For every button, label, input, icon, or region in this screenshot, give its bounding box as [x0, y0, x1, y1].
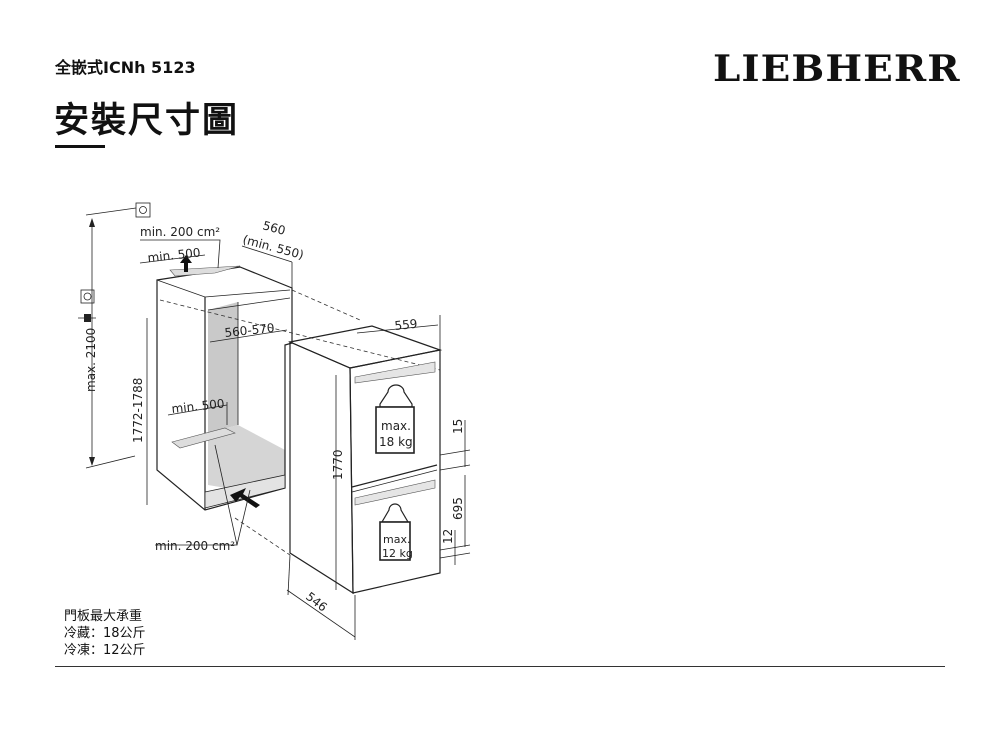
label-niche-width: 560-570	[224, 321, 275, 340]
weight-upper-line2: 18 kg	[379, 435, 413, 449]
label-max-height: max. 2100	[84, 328, 98, 392]
label-appliance-height: 1770	[331, 449, 345, 480]
notes-heading: 門板最大承重	[64, 609, 143, 624]
label-gap-top: 15	[451, 419, 465, 434]
weight-lower-line1: max.	[383, 533, 410, 546]
weight-lower-icon	[379, 503, 411, 561]
notes-fridge: 冷藏：18公斤	[64, 626, 146, 641]
label-niche-depth: 560	[261, 218, 287, 237]
model-name: 全嵌式ICNh 5123	[55, 58, 196, 77]
weight-lower-line2: 12 kg	[382, 547, 413, 560]
weight-upper-icon	[375, 384, 415, 454]
notes-freezer: 冷凍：12公斤	[64, 643, 146, 658]
label-appliance-width: 559	[394, 317, 418, 333]
label-vent-bottom-area: min. 200 cm²	[155, 539, 235, 553]
label-vent-top-area: min. 200 cm²	[140, 225, 220, 239]
brand-logo: LIEBHERR	[713, 48, 961, 90]
plug-icon	[78, 314, 96, 322]
niche-cabinet	[156, 265, 293, 511]
title-underline	[55, 145, 105, 148]
fridge-appliance	[287, 325, 443, 595]
weight-upper-line1: max.	[381, 419, 411, 433]
label-appliance-depth: 546	[303, 589, 330, 614]
socket-icon	[80, 202, 151, 304]
vent-arrow-up-icon	[180, 255, 192, 272]
label-gap-bottom: 12	[441, 529, 455, 544]
label-door-lower: 695	[451, 497, 465, 520]
label-niche-height: 1772-1788	[131, 378, 145, 443]
page-title: 安裝尺寸圖	[54, 101, 240, 141]
footer-divider	[55, 666, 945, 667]
label-niche-depth-min: (min. 550)	[241, 232, 305, 262]
label-vent-top-width: min. 500	[147, 246, 201, 265]
door-load-notes: 門板最大承重 冷藏：18公斤 冷凍：12公斤	[64, 608, 146, 659]
leader-lines	[139, 239, 471, 640]
label-vent-bottom-width: min. 500	[171, 397, 225, 416]
dimension-max-height	[85, 207, 137, 469]
vent-arrow-in-icon	[230, 488, 260, 508]
